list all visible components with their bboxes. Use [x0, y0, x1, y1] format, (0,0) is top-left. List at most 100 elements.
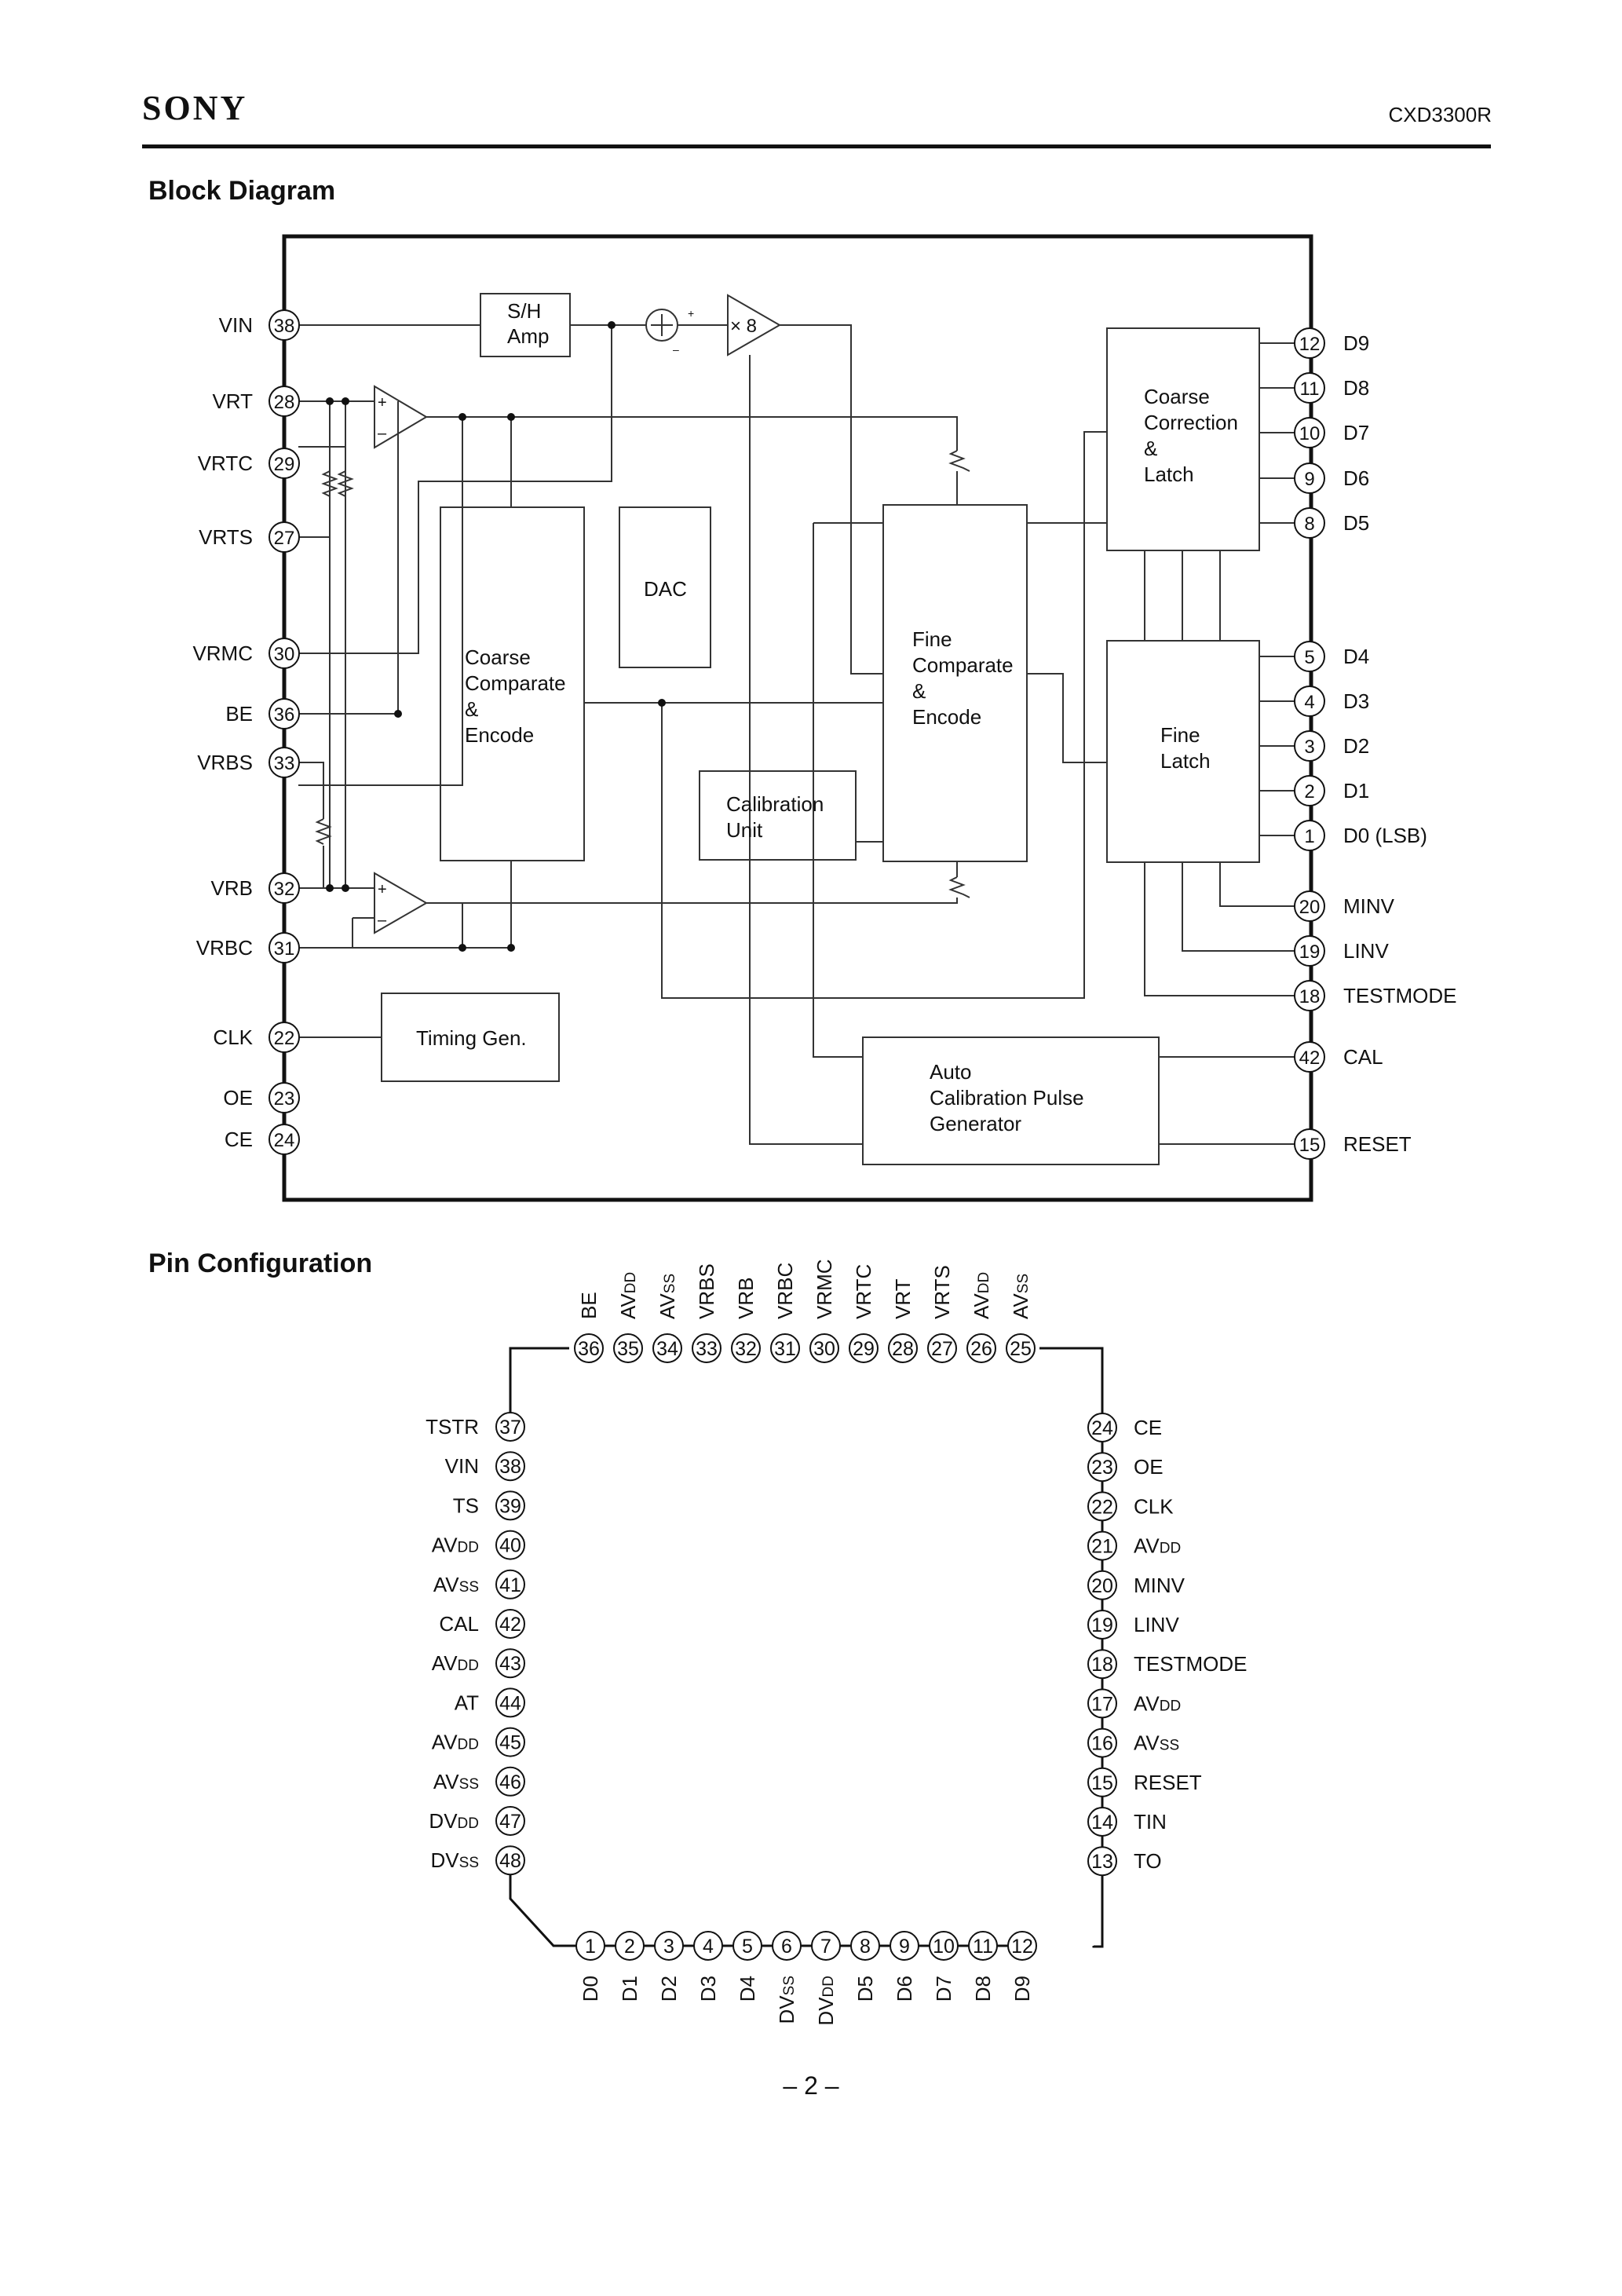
plus-sign: + — [378, 881, 387, 898]
pin-number-label: 7 — [820, 1936, 831, 1958]
pin-number-label: 41 — [499, 1574, 521, 1596]
pin-number-label: 26 — [970, 1338, 992, 1360]
pin-number-label: 24 — [274, 1130, 295, 1151]
pin-number-label: 35 — [617, 1338, 639, 1360]
coarse-comparate-label: Encode — [465, 723, 534, 747]
pin-name-label: D9 — [1010, 1976, 1034, 2002]
header-rule — [142, 144, 1491, 148]
pin-number-label: 42 — [499, 1614, 521, 1636]
pin-name-label: RESET — [1134, 1771, 1202, 1794]
pin-circle — [849, 1333, 879, 1363]
pin-circle — [732, 1931, 762, 1961]
pin-name-label: MINV — [1134, 1574, 1185, 1597]
pin-circle — [495, 1451, 525, 1482]
pin-name-label: AVDD — [970, 1272, 993, 1319]
pin-number-label: 9 — [1304, 469, 1314, 490]
pin-number-label: 47 — [499, 1811, 521, 1833]
pin-number-label: 38 — [274, 316, 295, 337]
coarse-comparate-label: Comparate — [465, 671, 566, 695]
pin-number-label: 19 — [1299, 941, 1321, 963]
pin-number-label: 40 — [499, 1535, 521, 1557]
pin-circle — [692, 1333, 721, 1363]
pin-number-label: 25 — [1010, 1338, 1032, 1360]
pin-number-label: 16 — [1091, 1733, 1113, 1755]
dac-block — [619, 506, 711, 668]
pin-name-label: TESTMODE — [1134, 1652, 1247, 1676]
pin-name-label: DVDD — [814, 1976, 838, 2026]
pin-number-label: 1 — [585, 1936, 596, 1958]
pin-name-label: OE — [1134, 1455, 1164, 1479]
pin-circle — [1294, 935, 1325, 967]
pin-circle — [495, 1530, 525, 1560]
pin-number-label: 38 — [499, 1456, 521, 1478]
pin-name-label: CAL — [439, 1612, 479, 1636]
pin-number-label: 28 — [274, 392, 295, 413]
pin-name-label: D3 — [696, 1976, 720, 2002]
fine-comparate-label: & — [912, 679, 926, 703]
pin-circle — [495, 1806, 525, 1836]
pin-circle — [693, 1931, 723, 1961]
pin-circle — [1294, 372, 1325, 404]
pin-circle — [1006, 1333, 1036, 1363]
pin-number-label: 45 — [499, 1732, 521, 1754]
pin-name-label: AVDD — [616, 1272, 640, 1319]
pin-circle — [1087, 1846, 1117, 1877]
pin-circle — [269, 448, 300, 479]
pin-circle — [1294, 327, 1325, 359]
pin-circle — [1294, 890, 1325, 922]
sh-amp-label: Amp — [507, 324, 549, 348]
pin-circle — [1087, 1767, 1117, 1797]
auto-calibration-label: Generator — [930, 1112, 1021, 1135]
pin-circle — [1294, 1128, 1325, 1160]
pin-name-label: VRTC — [852, 1264, 875, 1319]
timing-gen-label: Timing Gen. — [416, 1026, 527, 1050]
pin-circle — [888, 1333, 918, 1363]
coarse-comparate-label: & — [465, 697, 478, 721]
pin-number-label: 8 — [860, 1936, 871, 1958]
pin-number-label: 8 — [1304, 514, 1314, 535]
pin-name-label: AVSS — [1134, 1731, 1179, 1755]
pin-number-label: 22 — [1091, 1496, 1113, 1518]
pin-name-label: VRTS — [199, 525, 253, 549]
block-diagram-heading: Block Diagram — [148, 176, 336, 206]
pin-circle — [269, 1022, 300, 1053]
pin-number-label: 23 — [1091, 1457, 1113, 1479]
coarse-correction-block — [1106, 327, 1260, 551]
pin-name-label: D5 — [1343, 511, 1369, 535]
fine-latch-label: Fine — [1160, 723, 1200, 747]
pin-name-label: D1 — [618, 1976, 641, 2002]
pin-number-label: 12 — [1299, 334, 1321, 355]
pin-name-label: AVDD — [1134, 1691, 1181, 1715]
pin-number-label: 20 — [1091, 1575, 1113, 1597]
pin-name-label: D2 — [657, 1976, 681, 2002]
pin-name-label: D6 — [893, 1976, 916, 2002]
pin-name-label: D5 — [853, 1976, 877, 2002]
pin-number-label: 22 — [274, 1028, 295, 1049]
pin-name-label: DVSS — [775, 1976, 798, 2024]
plus-sign: + — [378, 394, 387, 411]
pin-configuration-outline — [509, 1347, 1104, 1948]
pin-number-label: 24 — [1091, 1417, 1113, 1439]
pin-number-label: 46 — [499, 1771, 521, 1793]
pin-circle — [269, 386, 300, 417]
pin-number-label: 14 — [1091, 1812, 1113, 1834]
fine-comparate-block — [882, 504, 1028, 862]
gain-label: × 8 — [730, 316, 757, 337]
pin-number-label: 36 — [578, 1338, 600, 1360]
pin-circle — [269, 747, 300, 778]
pin-name-label: VRT — [212, 389, 253, 413]
pin-number-label: 10 — [1299, 423, 1321, 444]
pin-circle — [575, 1931, 605, 1961]
coarse-correction-label: Correction — [1144, 411, 1238, 434]
pin-name-label: VRMC — [192, 642, 253, 665]
pin-name-label: BE — [577, 1292, 601, 1319]
pin-circle — [890, 1931, 919, 1961]
pin-name-label: VRTS — [930, 1265, 954, 1319]
pin-circle — [811, 1931, 841, 1961]
pin-circle — [772, 1931, 802, 1961]
pin-name-label: D8 — [1343, 376, 1369, 400]
pin-number-label: 37 — [499, 1417, 521, 1439]
pin-name-label: AVDD — [1134, 1534, 1181, 1558]
auto-calibration-label: Auto — [930, 1060, 972, 1084]
